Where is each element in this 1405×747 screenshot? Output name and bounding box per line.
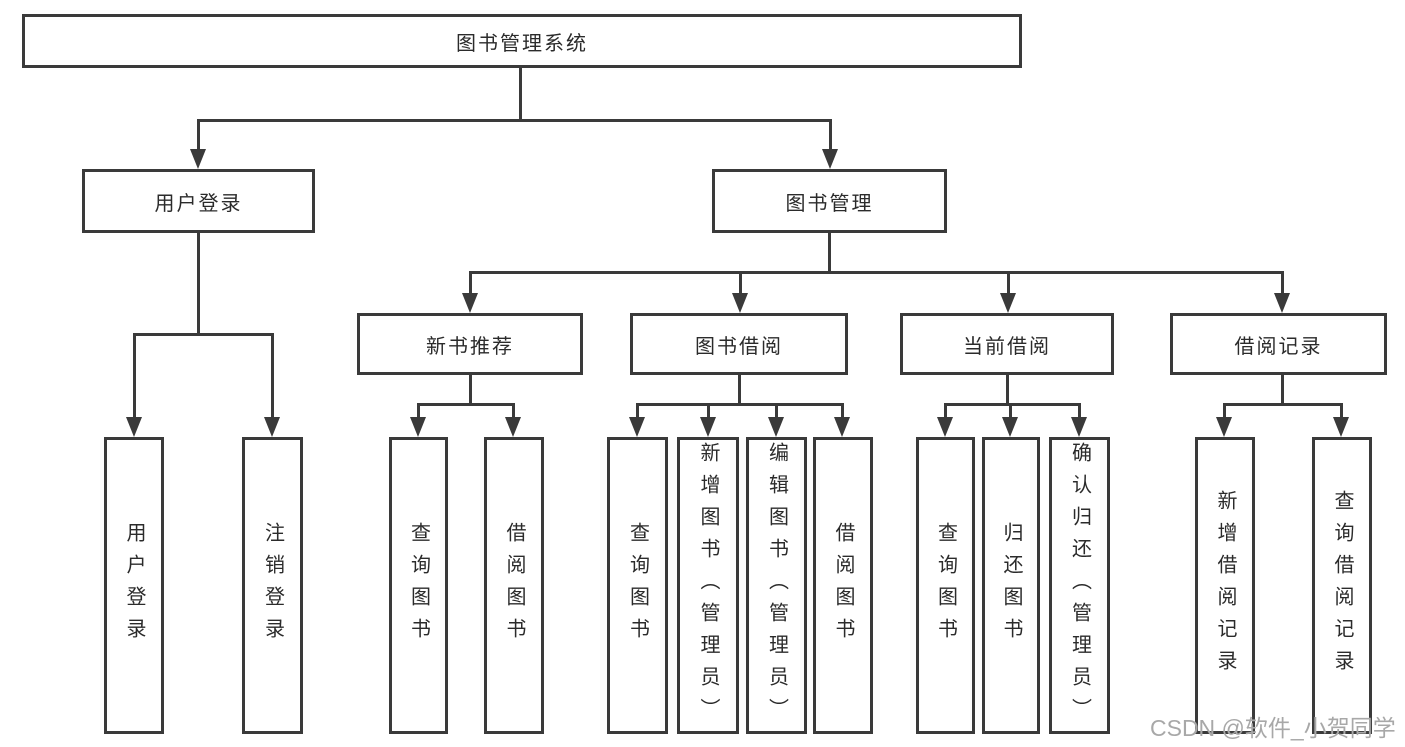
csdn-watermark: CSDN @软件_小贺同学 [1150, 715, 1396, 741]
leaf-add-books-admin: 新增图书（管理员） [677, 437, 739, 734]
edge-line [636, 403, 639, 419]
edge-line [417, 403, 420, 419]
node-user-login: 用户登录 [82, 169, 315, 233]
arrow-down-icon [1000, 293, 1016, 313]
edge-line [738, 375, 741, 405]
leaf-confirm-return-admin: 确认归还（管理员） [1049, 437, 1110, 734]
edge-line [197, 233, 200, 335]
node-library-management-system: 图书管理系统 [22, 14, 1022, 68]
arrow-down-icon [629, 417, 645, 437]
arrow-down-icon [462, 293, 478, 313]
edge-line [133, 333, 136, 419]
node-book-management: 图书管理 [712, 169, 947, 233]
edge-line [739, 271, 742, 295]
arrow-down-icon [410, 417, 426, 437]
edge-line [1007, 271, 1010, 295]
leaf-return-books: 归还图书 [982, 437, 1040, 734]
arrow-down-icon [822, 149, 838, 169]
arrow-down-icon [700, 417, 716, 437]
node-label: 用户登录 [154, 192, 243, 215]
node-borrow-records: 借阅记录 [1170, 313, 1387, 375]
arrow-down-icon [1002, 417, 1018, 437]
leaf-borrow-books-recommend: 借阅图书 [484, 437, 544, 734]
leaf-query-books-current: 查询图书 [916, 437, 975, 734]
leaf-query-books-borrowing: 查询图书 [607, 437, 668, 734]
edge-line [829, 119, 832, 151]
node-label: 图书管理系统 [456, 32, 588, 55]
edge-line [1223, 403, 1226, 419]
edge-line [271, 333, 274, 419]
edge-line [1281, 375, 1284, 405]
arrow-down-icon [768, 417, 784, 437]
edge-line [841, 403, 844, 419]
arrow-down-icon [937, 417, 953, 437]
edge-line [519, 68, 522, 121]
arrow-down-icon [190, 149, 206, 169]
node-label: 借阅记录 [1234, 335, 1323, 358]
node-new-book-recommend: 新书推荐 [357, 313, 583, 375]
edge-line [1223, 403, 1343, 406]
arrow-down-icon [126, 417, 142, 437]
arrow-down-icon [732, 293, 748, 313]
arrow-down-icon [1333, 417, 1349, 437]
arrow-down-icon [264, 417, 280, 437]
node-label: 新书推荐 [426, 335, 514, 358]
edge-line [197, 119, 832, 122]
edge-line [1006, 375, 1009, 405]
edge-line [417, 403, 515, 406]
edge-line [1078, 403, 1081, 419]
leaf-logout: 注销登录 [242, 437, 303, 734]
edge-line [133, 333, 274, 336]
leaf-edit-books-admin: 编辑图书（管理员） [746, 437, 807, 734]
arrow-down-icon [1071, 417, 1087, 437]
node-book-borrowing: 图书借阅 [630, 313, 848, 375]
edge-line [707, 403, 710, 419]
leaf-user-login: 用户登录 [104, 437, 164, 734]
edge-line [1281, 271, 1284, 295]
edge-line [944, 403, 947, 419]
node-label: 图书借阅 [695, 335, 783, 358]
leaf-borrow-books: 借阅图书 [813, 437, 873, 734]
node-label: 图书管理 [785, 192, 874, 215]
arrow-down-icon [505, 417, 521, 437]
edge-line [1340, 403, 1343, 419]
edge-line [1009, 403, 1012, 419]
edge-line [636, 403, 844, 406]
edge-line [775, 403, 778, 419]
edge-line [469, 375, 472, 405]
node-current-borrowing: 当前借阅 [900, 313, 1114, 375]
node-label: 当前借阅 [963, 335, 1051, 358]
edge-line [512, 403, 515, 419]
edge-line [469, 271, 472, 295]
edge-line [469, 271, 1284, 274]
edge-line [828, 233, 831, 273]
leaf-query-books-recommend: 查询图书 [389, 437, 448, 734]
leaf-add-borrow-record: 新增借阅记录 [1195, 437, 1255, 734]
leaf-query-borrow-record: 查询借阅记录 [1312, 437, 1372, 734]
edge-line [944, 403, 1081, 406]
edge-line [197, 119, 200, 151]
arrow-down-icon [1274, 293, 1290, 313]
arrow-down-icon [834, 417, 850, 437]
arrow-down-icon [1216, 417, 1232, 437]
